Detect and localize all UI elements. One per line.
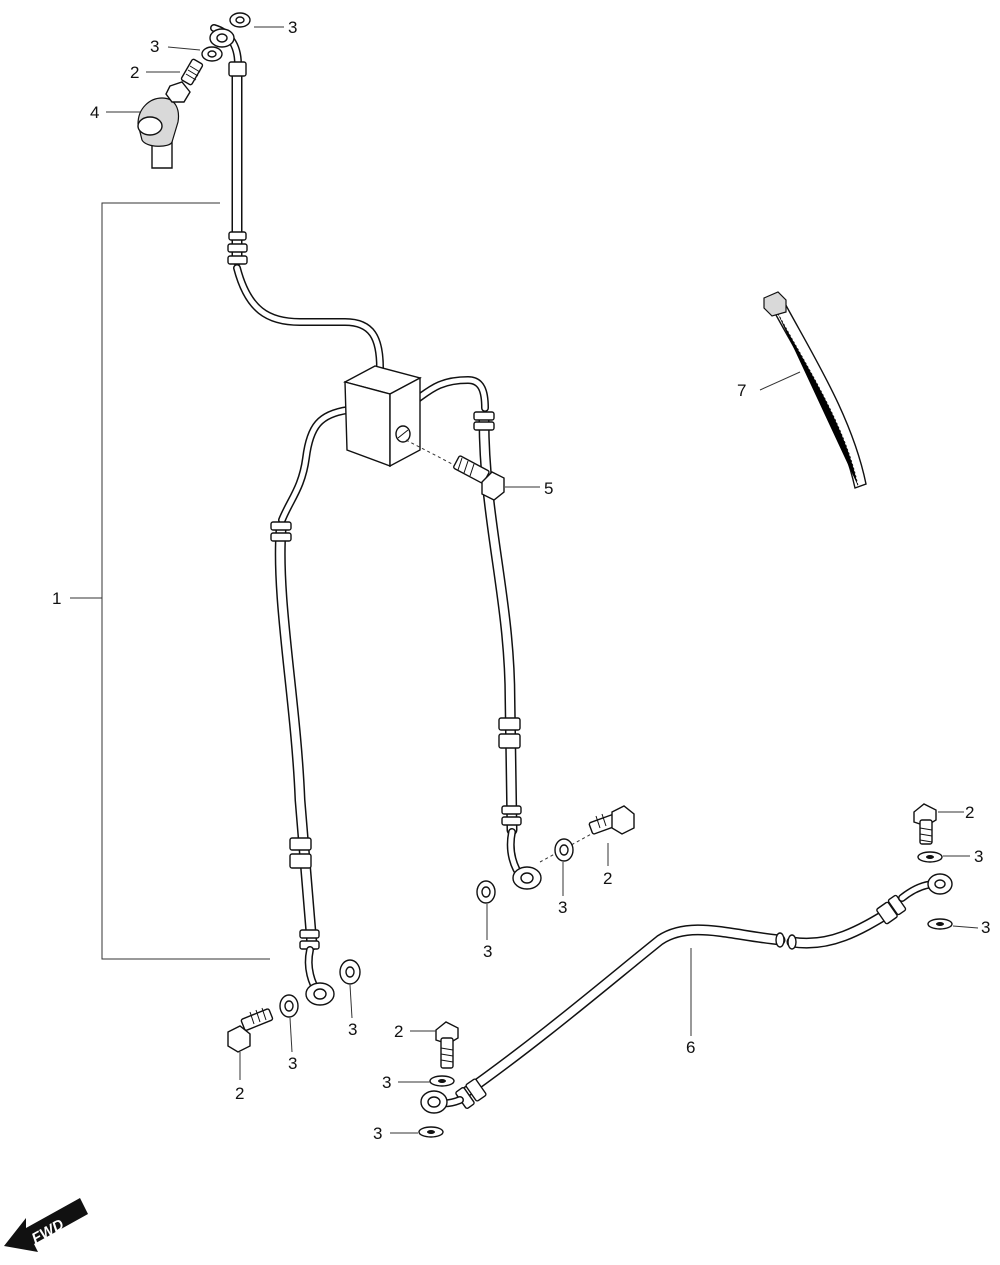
cable-tie	[763, 291, 867, 489]
callout-3: 3	[974, 847, 983, 866]
callout-4: 4	[90, 103, 99, 122]
right-washer-lower	[476, 880, 496, 904]
fwd-arrow-icon	[4, 1198, 88, 1252]
callout-2: 2	[603, 869, 612, 888]
callout-3: 3	[373, 1124, 382, 1143]
three-way-joint-block	[343, 365, 422, 468]
callout-3: 3	[288, 1054, 297, 1073]
assembly-bracket	[101, 202, 270, 960]
right-caliper-bolt	[539, 805, 635, 863]
callout-3: 3	[382, 1073, 391, 1092]
leader-lines	[106, 26, 979, 1134]
callout-3: 3	[558, 898, 567, 917]
rear-right-washer-upper	[917, 851, 943, 863]
callout-2: 2	[965, 803, 974, 822]
left-washer-lower	[279, 994, 299, 1018]
callout-2: 2	[394, 1022, 403, 1041]
upper-washer-2	[201, 46, 223, 62]
upper-washer-1	[229, 12, 251, 28]
callout-3: 3	[348, 1020, 357, 1039]
rear-brake-hose	[420, 873, 953, 1114]
forward-direction-arrow: FWD	[4, 1198, 88, 1252]
callout-7: 7	[737, 381, 746, 400]
rear-left-washer-upper	[429, 1075, 455, 1087]
upper-banjo-bolt	[165, 58, 204, 103]
right-washer-upper	[554, 838, 574, 862]
callout-labels: 1 2 2 2 2 2 3 3 3 3 3 3 3 3 3 3 3 4 5 6 …	[52, 18, 990, 1143]
callout-3: 3	[288, 18, 297, 37]
brake-hose-assembly	[209, 24, 489, 524]
left-caliper-bolt	[227, 1007, 274, 1053]
left-brake-hose	[270, 521, 335, 1006]
right-brake-hose	[473, 411, 542, 890]
left-washer-upper	[339, 959, 361, 985]
callout-6: 6	[686, 1038, 695, 1057]
callout-5: 5	[544, 479, 553, 498]
rear-right-bolt	[913, 803, 937, 845]
rear-right-washer-lower	[927, 918, 953, 930]
callout-2: 2	[235, 1084, 244, 1103]
callout-3: 3	[483, 942, 492, 961]
rear-left-washer-lower	[418, 1126, 444, 1138]
callout-3: 3	[150, 37, 159, 56]
callout-1: 1	[52, 589, 61, 608]
callout-2: 2	[130, 63, 139, 82]
hose-boot	[137, 97, 180, 169]
joint-mounting-bolt	[405, 439, 505, 501]
callout-3: 3	[981, 918, 990, 937]
rear-left-bolt	[435, 1021, 459, 1069]
